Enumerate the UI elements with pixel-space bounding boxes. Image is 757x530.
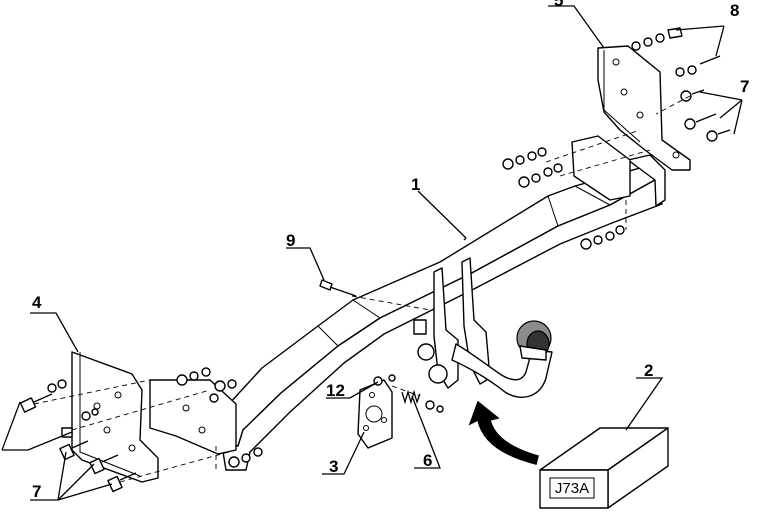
label-part-7-right: 7 [740,77,749,96]
assembly-guide-lines [33,95,691,483]
socket-plate [357,379,393,449]
label-part-2: 2 [644,361,653,380]
label-part-6: 6 [423,451,432,470]
tow-ball-assembly [413,257,553,398]
label-part-7-left: 7 [32,482,41,501]
label-part-1: 1 [411,175,420,194]
fasteners-right [502,27,731,250]
insert-arrow [468,400,539,465]
label-part-3: 3 [329,457,338,476]
fasteners-left [19,367,263,493]
label-part-4: 4 [32,293,42,312]
part-number-labels: 1 2 3 4 5 6 7 7 8 9 12 [32,0,749,501]
single-bolt [319,279,357,297]
spring-part [401,389,444,413]
right-side-bracket [571,45,691,201]
box-code-label: J73A [555,480,589,497]
label-part-9: 9 [286,231,295,250]
label-part-12: 12 [326,381,345,400]
leader-lines [1,5,743,501]
label-part-8: 8 [730,1,739,20]
label-part-5: 5 [554,0,563,10]
part-box: J73A [539,427,669,509]
